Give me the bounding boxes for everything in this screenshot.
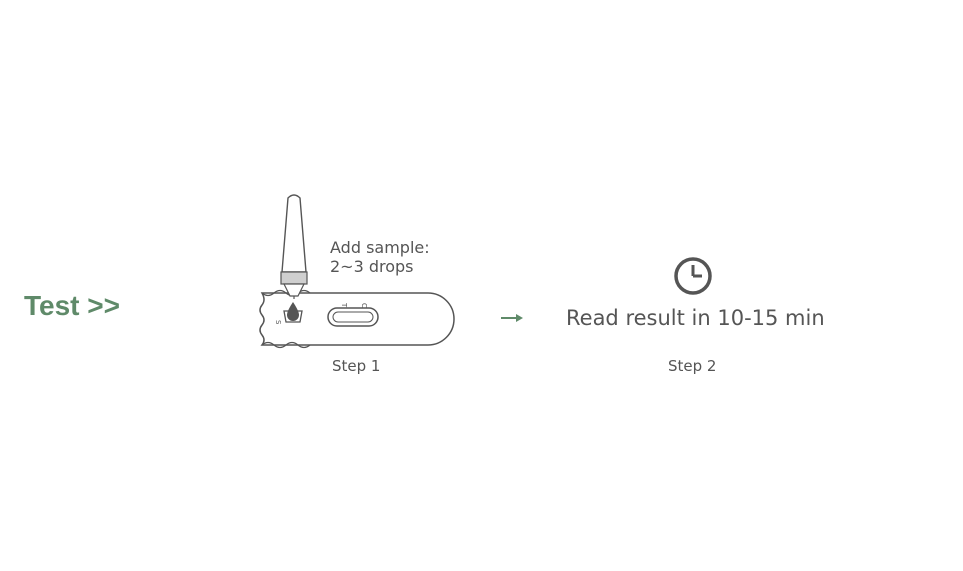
clock-icon <box>674 257 712 295</box>
instruction-line-1: Add sample: <box>330 238 430 257</box>
instruction-line-2: 2~3 drops <box>330 257 414 276</box>
control-line-mark: C <box>360 303 368 308</box>
sample-mark: S <box>274 320 282 325</box>
arrow-right-icon <box>501 314 523 322</box>
test-line-mark: T <box>340 302 348 308</box>
add-sample-instruction: Add sample: 2~3 drops <box>330 238 430 276</box>
dropper-icon <box>280 194 308 299</box>
test-heading: Test >> <box>24 290 120 321</box>
step-2-label: Step 2 <box>668 357 717 375</box>
test-cassette-icon: S T C <box>259 289 455 349</box>
step-1-label: Step 1 <box>332 357 381 375</box>
drop-icon <box>287 302 299 321</box>
read-result-text: Read result in 10-15 min <box>566 306 825 330</box>
